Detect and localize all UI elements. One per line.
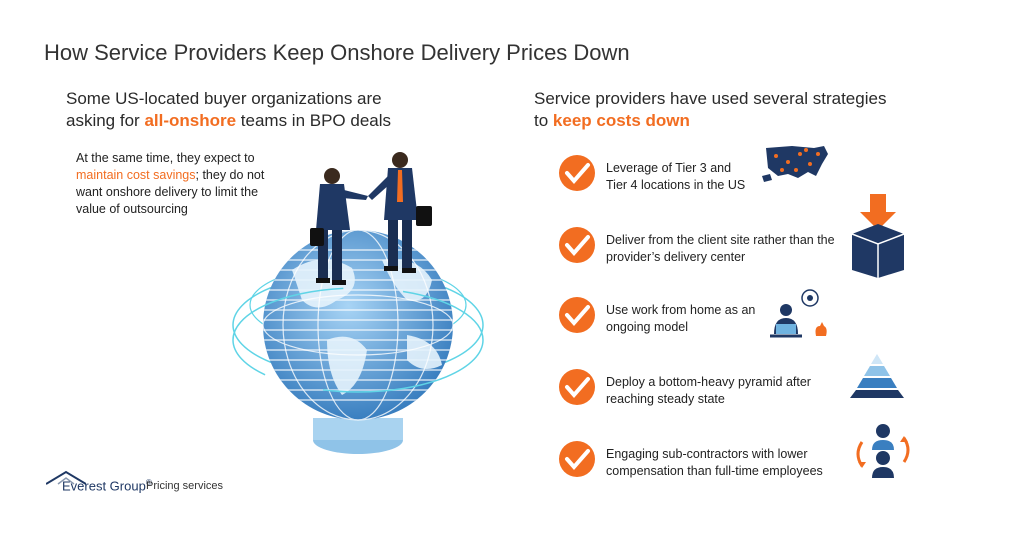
strategy-3-line2: ongoing model	[606, 320, 689, 334]
globe-handshake-illustration	[232, 152, 484, 454]
strategy-4-line1: Deploy a bottom-heavy pyramid after	[606, 375, 811, 389]
orange-check-icon	[559, 297, 595, 333]
us-map-icon	[762, 146, 828, 182]
left-heading-line2: asking for all-onshore teams in BPO deal…	[66, 110, 391, 132]
logo-name-text: Everest Group	[62, 478, 146, 494]
sub-contractor-icon	[856, 424, 910, 478]
pyramid-icon	[850, 354, 904, 398]
left-heading: Some US-located buyer organizations are …	[66, 88, 391, 132]
left-sub-rest: ; they do not want onshore delivery to l…	[76, 168, 265, 216]
right-heading-line2: to keep costs down	[534, 110, 886, 132]
right-heading-accent: keep costs down	[552, 111, 690, 130]
strategy-5-line1: Engaging sub-contractors with lower	[606, 447, 808, 461]
strategy-1-line1: Leverage of Tier 3 and	[606, 161, 732, 175]
right-heading-line1: Service providers have used several stra…	[534, 89, 887, 108]
left-heading-accent: all-onshore	[144, 111, 237, 130]
strategy-item-3: Use work from home as an ongoing model	[558, 296, 858, 346]
orange-check-icon	[559, 441, 595, 477]
strategy-item-2: Deliver from the client site rather than…	[558, 226, 858, 276]
orange-check-icon	[559, 155, 595, 191]
orange-check-icon	[559, 369, 595, 405]
left-sub-line1: At the same time, they expect to	[76, 151, 255, 165]
work-from-home-icon	[770, 289, 827, 338]
everest-logo-mark-icon	[46, 470, 86, 485]
right-heading-pre: to	[534, 111, 553, 130]
page-title: How Service Providers Keep Onshore Deliv…	[44, 40, 630, 65]
strategy-item-5: Engaging sub-contractors with lower compe…	[558, 440, 858, 490]
strategy-2-line1: Deliver from the client site rather than…	[606, 233, 835, 247]
strategy-2-line2: provider’s delivery center	[606, 250, 746, 264]
strategy-1-line2: Tier 4 locations in the US	[606, 178, 746, 192]
left-subtext: At the same time, they expect to maintai…	[76, 150, 286, 218]
right-heading: Service providers have used several stra…	[534, 88, 886, 132]
delivery-box-icon	[851, 194, 905, 278]
logo-tagline: Pricing services	[146, 480, 224, 492]
logo-name: Everest Group®	[62, 478, 152, 493]
left-sub-accent: maintain cost savings	[76, 168, 196, 182]
logo-registered-mark: ®	[145, 478, 152, 487]
strategy-4-line2: reaching steady state	[606, 392, 725, 406]
strategy-3-line1: Use work from home as an	[606, 303, 756, 317]
strategy-5-line2: compensation than full-time employees	[606, 464, 823, 478]
orange-check-icon	[559, 227, 595, 263]
left-heading-pre: asking for	[66, 111, 145, 130]
left-heading-post: teams in BPO deals	[236, 111, 392, 130]
strategy-item-4: Deploy a bottom-heavy pyramid after reach…	[558, 368, 858, 418]
left-heading-line1: Some US-located buyer organizations are	[66, 89, 382, 108]
